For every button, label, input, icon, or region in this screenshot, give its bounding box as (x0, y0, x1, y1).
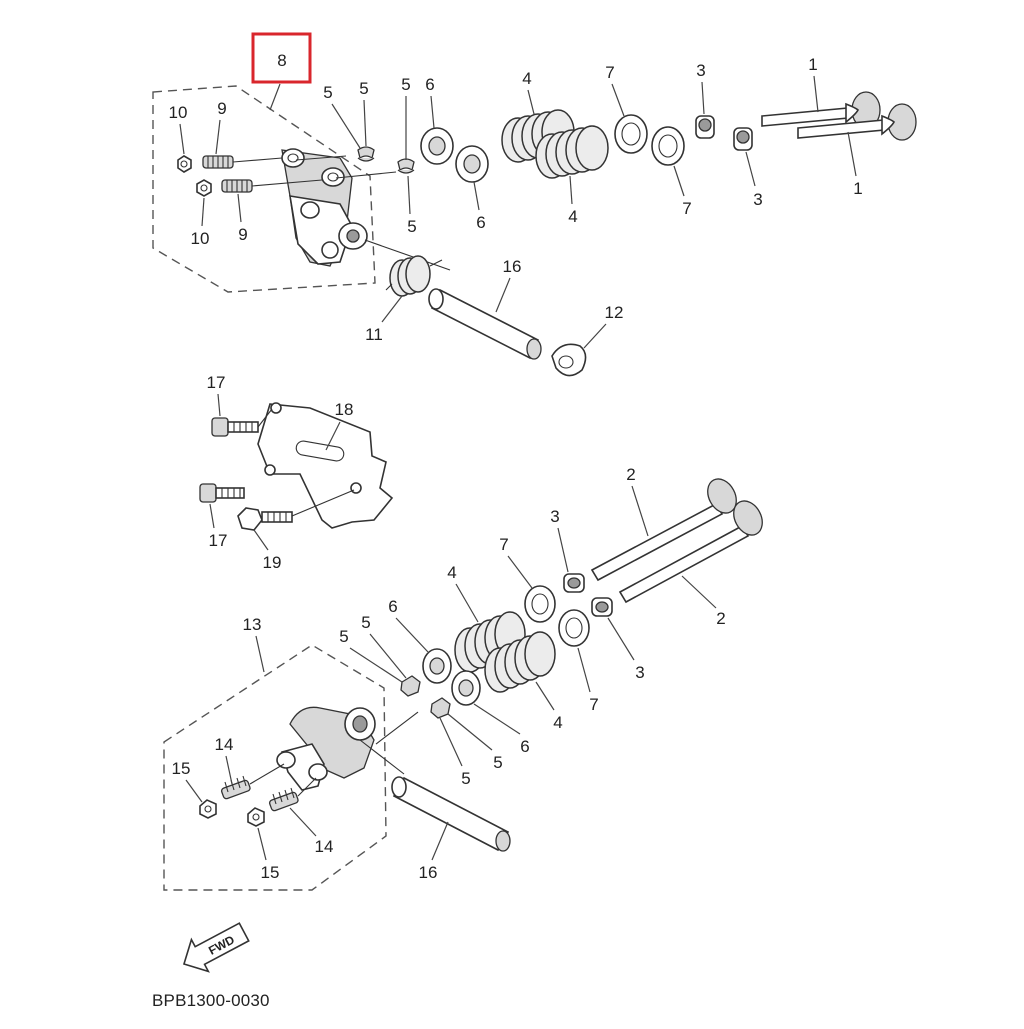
callout-8[interactable]: 8 (277, 51, 286, 70)
callout-6-lower-b[interactable]: 6 (520, 737, 529, 756)
stem-seal-upper-a (695, 115, 715, 139)
callout-2-lower-b[interactable]: 2 (716, 609, 725, 628)
spring-retainer-upper-b (455, 145, 489, 183)
valve-cotter-lower-b (430, 697, 451, 719)
spring-seat-lower-b (558, 609, 590, 647)
exhaust-valve-lower-a (590, 478, 737, 582)
locknut-lower-b (247, 807, 265, 827)
callout-9-upper-a[interactable]: 9 (217, 99, 226, 118)
stem-seal-lower-b (591, 597, 613, 617)
adjusting-screw-upper-b (221, 179, 323, 193)
callout-5-upper-c[interactable]: 5 (401, 75, 410, 94)
adjusting-screw-upper-a (202, 155, 283, 169)
intake-valve-upper-a (761, 91, 881, 129)
callout-5-upper-a[interactable]: 5 (323, 83, 332, 102)
callout-3-lower-b[interactable]: 3 (635, 663, 644, 682)
rocker-arm-upper (281, 148, 368, 267)
callout-4-lower-b[interactable]: 4 (553, 713, 562, 732)
fwd-arrow-icon: FWD (182, 922, 250, 973)
callout-6-upper-a[interactable]: 6 (425, 75, 434, 94)
callout-11[interactable]: 11 (365, 325, 383, 344)
stem-seal-upper-b (733, 127, 753, 151)
callout-1-upper-b[interactable]: 1 (853, 179, 862, 198)
callout-5-upper-b[interactable]: 5 (359, 79, 368, 98)
callout-4-upper-b[interactable]: 4 (568, 207, 577, 226)
callout-3-lower-a[interactable]: 3 (550, 507, 559, 526)
drawing-code: BPB1300-0030 (152, 991, 270, 1010)
locknut-upper-a (177, 155, 192, 173)
rocker-shaft-upper (428, 288, 542, 360)
callout-5-upper-d[interactable]: 5 (407, 217, 416, 236)
callout-4-lower-a[interactable]: 4 (447, 563, 456, 582)
callout-13[interactable]: 13 (243, 615, 262, 634)
rocker-arm-group-outline-upper (152, 85, 376, 293)
intake-valve-upper-b (797, 103, 917, 141)
locknut-upper-b (196, 179, 212, 197)
shaft-clip (551, 343, 587, 377)
callout-12[interactable]: 12 (605, 303, 624, 322)
valve-cotter-upper-b (397, 158, 415, 174)
valve-cotter-upper-a (357, 146, 375, 162)
callout-9-upper-b[interactable]: 9 (238, 225, 247, 244)
callout-16-upper[interactable]: 16 (503, 257, 522, 276)
callout-3-upper-a[interactable]: 3 (696, 61, 705, 80)
callout-14-lower-a[interactable]: 14 (215, 735, 234, 754)
callout-5-lower-b[interactable]: 5 (361, 613, 370, 632)
callout-4-upper-a[interactable]: 4 (522, 69, 531, 88)
highlight-box (251, 32, 312, 84)
callout-2-lower-a[interactable]: 2 (626, 465, 635, 484)
callout-7-upper-a[interactable]: 7 (605, 63, 614, 82)
callout-15-lower-a[interactable]: 15 (172, 759, 191, 778)
callout-6-upper-b[interactable]: 6 (476, 213, 485, 232)
stem-seal-lower-a (563, 573, 585, 593)
callout-7-upper-b[interactable]: 7 (682, 199, 691, 218)
callout-19[interactable]: 19 (263, 553, 282, 572)
callout-5-lower-d[interactable]: 5 (461, 769, 470, 788)
rocker-shaft-lower (391, 776, 511, 852)
spring-seat-upper-a (614, 114, 648, 154)
bolt-17-a (211, 417, 259, 437)
guide-plate (257, 402, 394, 529)
locknut-lower-a (199, 799, 217, 819)
callout-10-upper-a[interactable]: 10 (169, 103, 188, 122)
callout-14-lower-b[interactable]: 14 (315, 837, 334, 856)
spring-retainer-upper-a (420, 127, 454, 165)
exhaust-valve-lower-b (618, 500, 763, 604)
callout-7-lower-b[interactable]: 7 (589, 695, 598, 714)
callout-17-a[interactable]: 17 (207, 373, 226, 392)
bolt-17-b (199, 483, 245, 503)
callout-6-lower-a[interactable]: 6 (388, 597, 397, 616)
valve-spring-lower-b (484, 631, 556, 693)
spring-retainer-lower-b (451, 670, 481, 706)
valve-spring-upper-b (535, 125, 609, 179)
callout-5-lower-a[interactable]: 5 (339, 627, 348, 646)
callout-1-upper-a[interactable]: 1 (808, 55, 817, 74)
adjusting-screw-lower-a (220, 763, 285, 800)
bolt-19 (237, 507, 293, 531)
spring-seat-upper-b (651, 126, 685, 166)
callout-15-lower-b[interactable]: 15 (261, 863, 280, 882)
rocker-arm-group-outline-lower (163, 644, 387, 891)
callout-16-lower[interactable]: 16 (419, 863, 438, 882)
callout-17-b[interactable]: 17 (209, 531, 228, 550)
spring-seat-lower-a (524, 585, 556, 623)
rocker-arm-lower (276, 706, 376, 791)
callout-10-upper-b[interactable]: 10 (191, 229, 210, 248)
adjusting-screw-lower-b (268, 777, 317, 812)
rocker-spring (385, 255, 443, 297)
callout-5-lower-c[interactable]: 5 (493, 753, 502, 772)
spring-retainer-lower-a (422, 648, 452, 684)
valve-cotter-lower-a (400, 675, 421, 697)
callout-3-upper-b[interactable]: 3 (753, 190, 762, 209)
callout-7-lower-a[interactable]: 7 (499, 535, 508, 554)
callout-18[interactable]: 18 (335, 400, 354, 419)
